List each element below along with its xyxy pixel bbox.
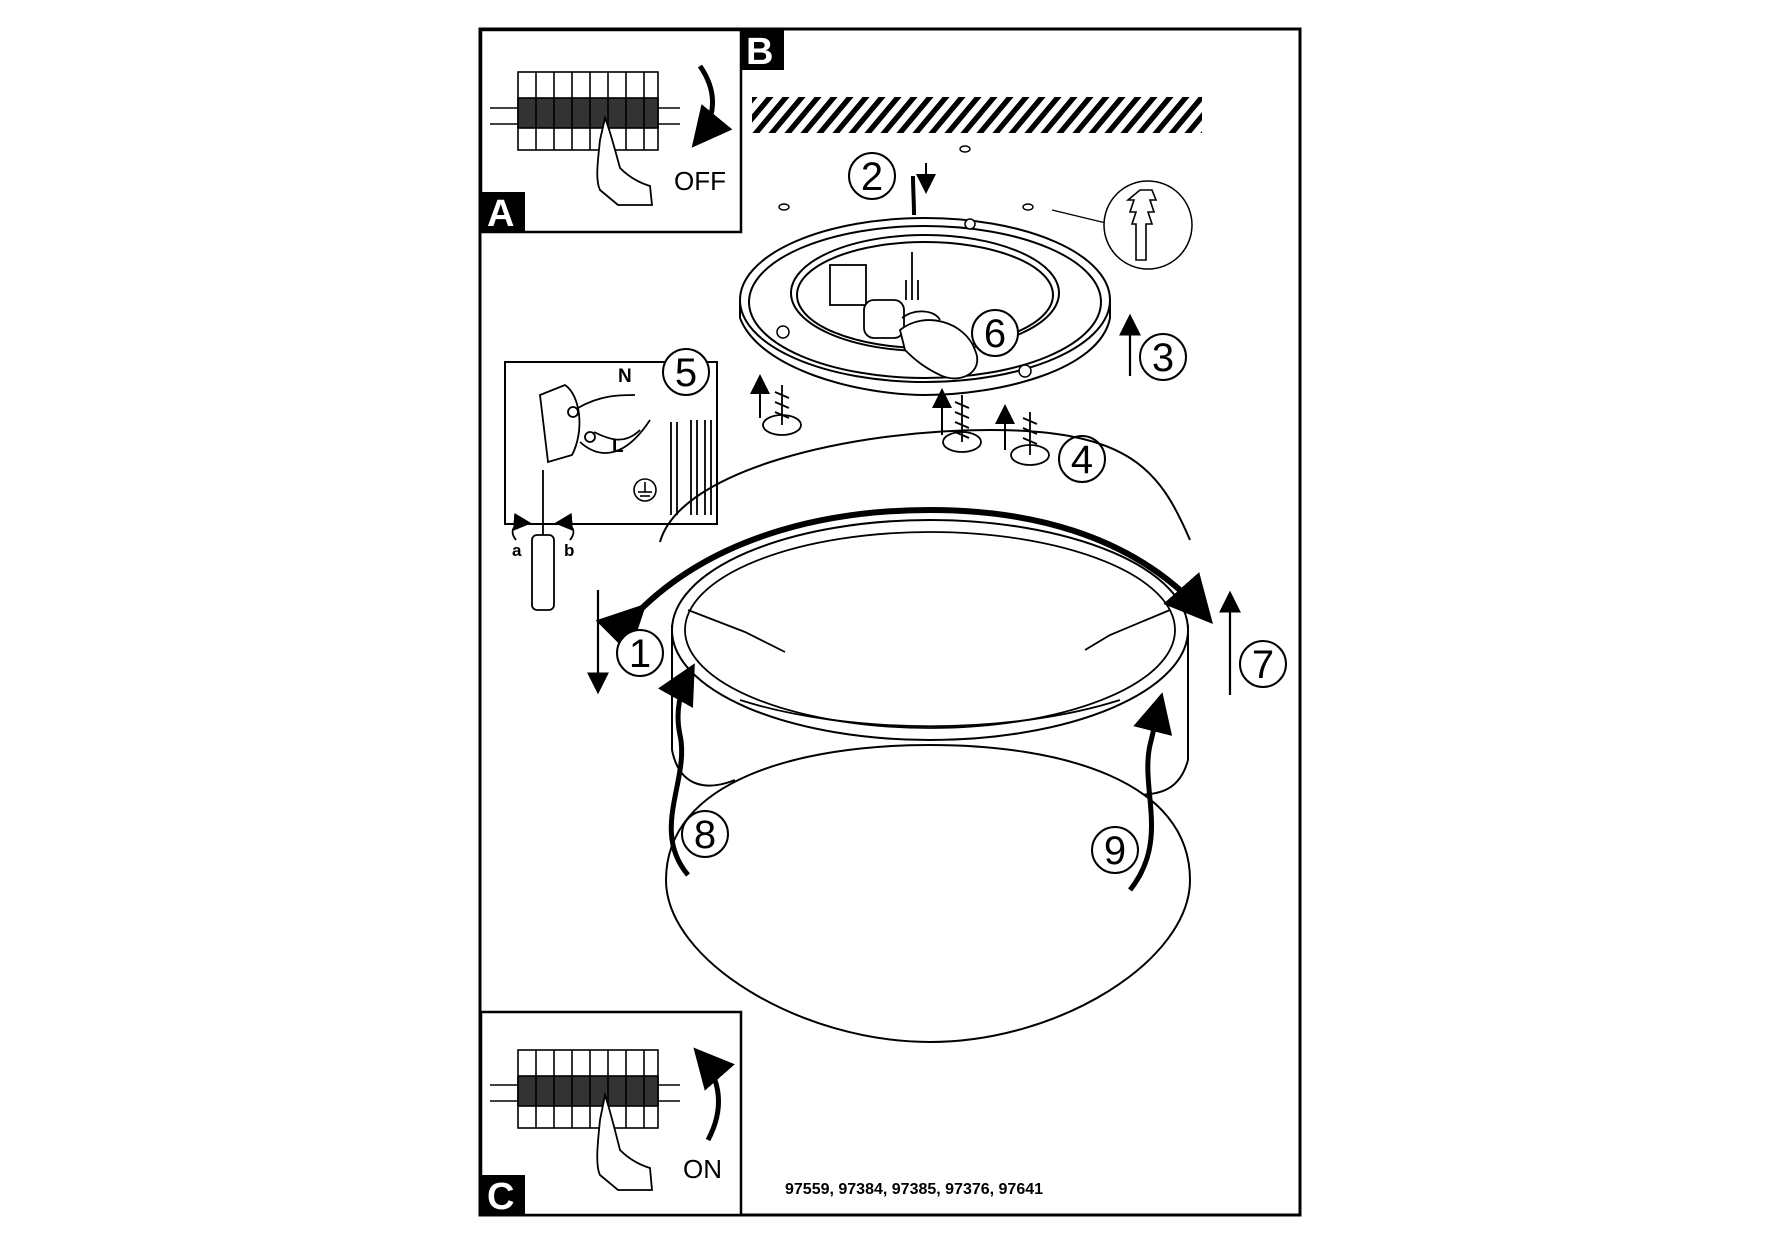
diffuser [664, 743, 1192, 1044]
step-9-number: 9 [1104, 829, 1126, 873]
step-4: 4 [1058, 435, 1106, 483]
step-3: 3 [1119, 313, 1187, 381]
switch-up-arrow [693, 1047, 735, 1142]
panel-c-on-label: ON [683, 1154, 722, 1184]
connector-icon [905, 252, 919, 300]
shade-frame [684, 531, 1176, 729]
panel-b-tab [740, 30, 784, 70]
ceiling-hatch [752, 97, 1202, 133]
wires [577, 394, 712, 515]
step-1-number: 1 [629, 632, 651, 676]
step-8-number: 8 [694, 813, 716, 857]
wall-plug-detail [1051, 180, 1193, 270]
step-9: 9 [1091, 692, 1173, 892]
step-8: 8 [657, 663, 729, 877]
step-3-number: 3 [1152, 336, 1174, 380]
step-2-number: 2 [861, 155, 883, 199]
breaker-icon [490, 71, 680, 151]
step-7: 7 [1219, 590, 1287, 695]
step-6: 6 [971, 309, 1019, 357]
lamp-shade [659, 428, 1191, 796]
ceiling-cable [911, 175, 916, 216]
panel-a-letter: A [487, 193, 514, 235]
lamp-holder [829, 264, 941, 339]
wall-plug-icon [1125, 189, 1158, 261]
model-numbers: 97559, 97384, 97385, 97376, 97641 [785, 1181, 1043, 1198]
step-2: 2 [848, 152, 936, 200]
step-5-number: 5 [675, 351, 697, 395]
panel-b-letter: B [746, 31, 773, 73]
screw-up-arrows [750, 374, 1015, 450]
base-screw-holes [776, 218, 1032, 378]
earth-icon [633, 478, 657, 502]
panel-c: C ON [479, 1010, 743, 1218]
neutral-label: N [618, 366, 632, 387]
rotate-arrow [595, 506, 1213, 655]
panel-c-letter: C [487, 1176, 514, 1218]
terminal-block-icon [539, 383, 596, 464]
screwdriver-icon [511, 470, 575, 611]
rotate-b-label: b [564, 541, 574, 560]
step-1: 1 [587, 590, 664, 695]
screws [762, 385, 1050, 466]
panel-a-off-label: OFF [674, 166, 726, 196]
live-label: L [612, 436, 624, 457]
step-7-number: 7 [1252, 643, 1274, 687]
breaker-icon [490, 1049, 680, 1129]
hand-icon [596, 1091, 653, 1191]
switch-down-arrow [691, 64, 733, 148]
rotate-a-label: a [512, 541, 522, 560]
outer-frame [478, 27, 1302, 1217]
hand-icon [596, 115, 653, 206]
step-6-number: 6 [984, 312, 1006, 356]
mounting-base [739, 217, 1111, 397]
ceiling-holes [778, 145, 1034, 211]
step-4-number: 4 [1071, 438, 1093, 482]
wiring-inset: 5 N L a b [504, 348, 718, 611]
panel-a: A OFF [479, 28, 743, 235]
bulb-icon [898, 319, 978, 380]
